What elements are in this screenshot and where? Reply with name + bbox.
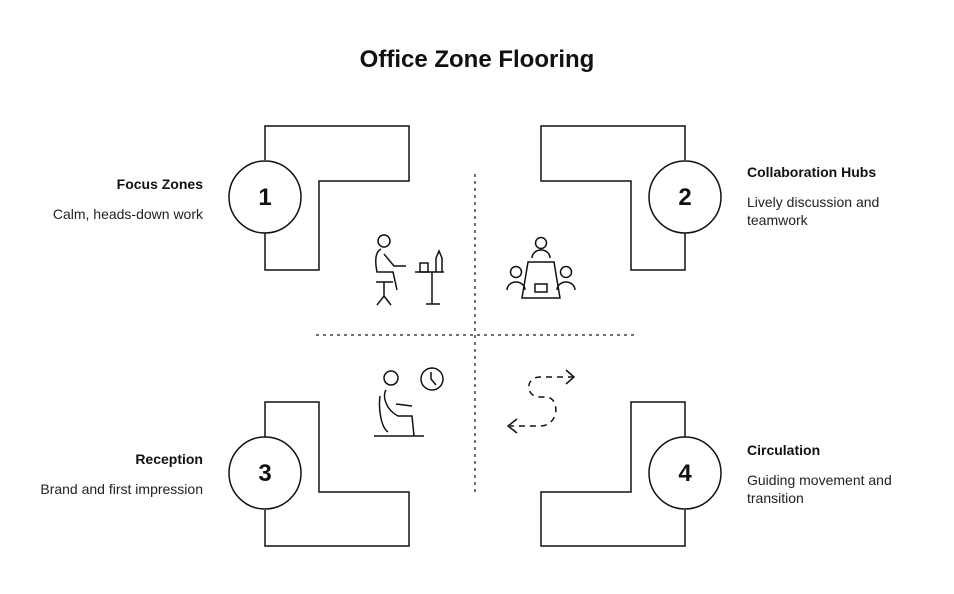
meeting-table-icon [506, 236, 576, 299]
zone-1-description: Calm, heads-down work [52, 206, 203, 222]
zone-2-number-circle [648, 160, 722, 234]
zone-4-number: 4 [678, 460, 692, 487]
zone-4-floor-shape [540, 401, 686, 547]
path-arrows-icon [506, 369, 576, 434]
zone-3-title: Reception [135, 451, 203, 467]
zone-1-number-circle [228, 160, 302, 234]
zone-4-title: Circulation [747, 442, 821, 458]
zone-3-number-circle [228, 436, 302, 510]
zone-1-floor-shape [264, 125, 410, 271]
zone-3-description: Brand and first impression [40, 481, 203, 497]
zone-4-number-circle [648, 436, 722, 510]
waiting-person-clock-icon [374, 367, 444, 437]
zone-3-floor-shape [264, 401, 410, 547]
zone-2-number: 2 [678, 184, 691, 211]
zone-2-floor-shape [540, 125, 686, 271]
zone-1-number: 1 [258, 184, 271, 211]
zone-2-title: Collaboration Hubs [747, 164, 877, 180]
page-title: Office Zone Flooring [359, 46, 595, 73]
zone-1-title: Focus Zones [116, 176, 203, 192]
zone-3-number: 3 [258, 460, 271, 487]
zone-4-description: Guiding movement and transition [747, 472, 892, 506]
zone-2-description: Lively discussion and teamwork [747, 194, 880, 228]
desk-worker-icon [375, 234, 444, 306]
